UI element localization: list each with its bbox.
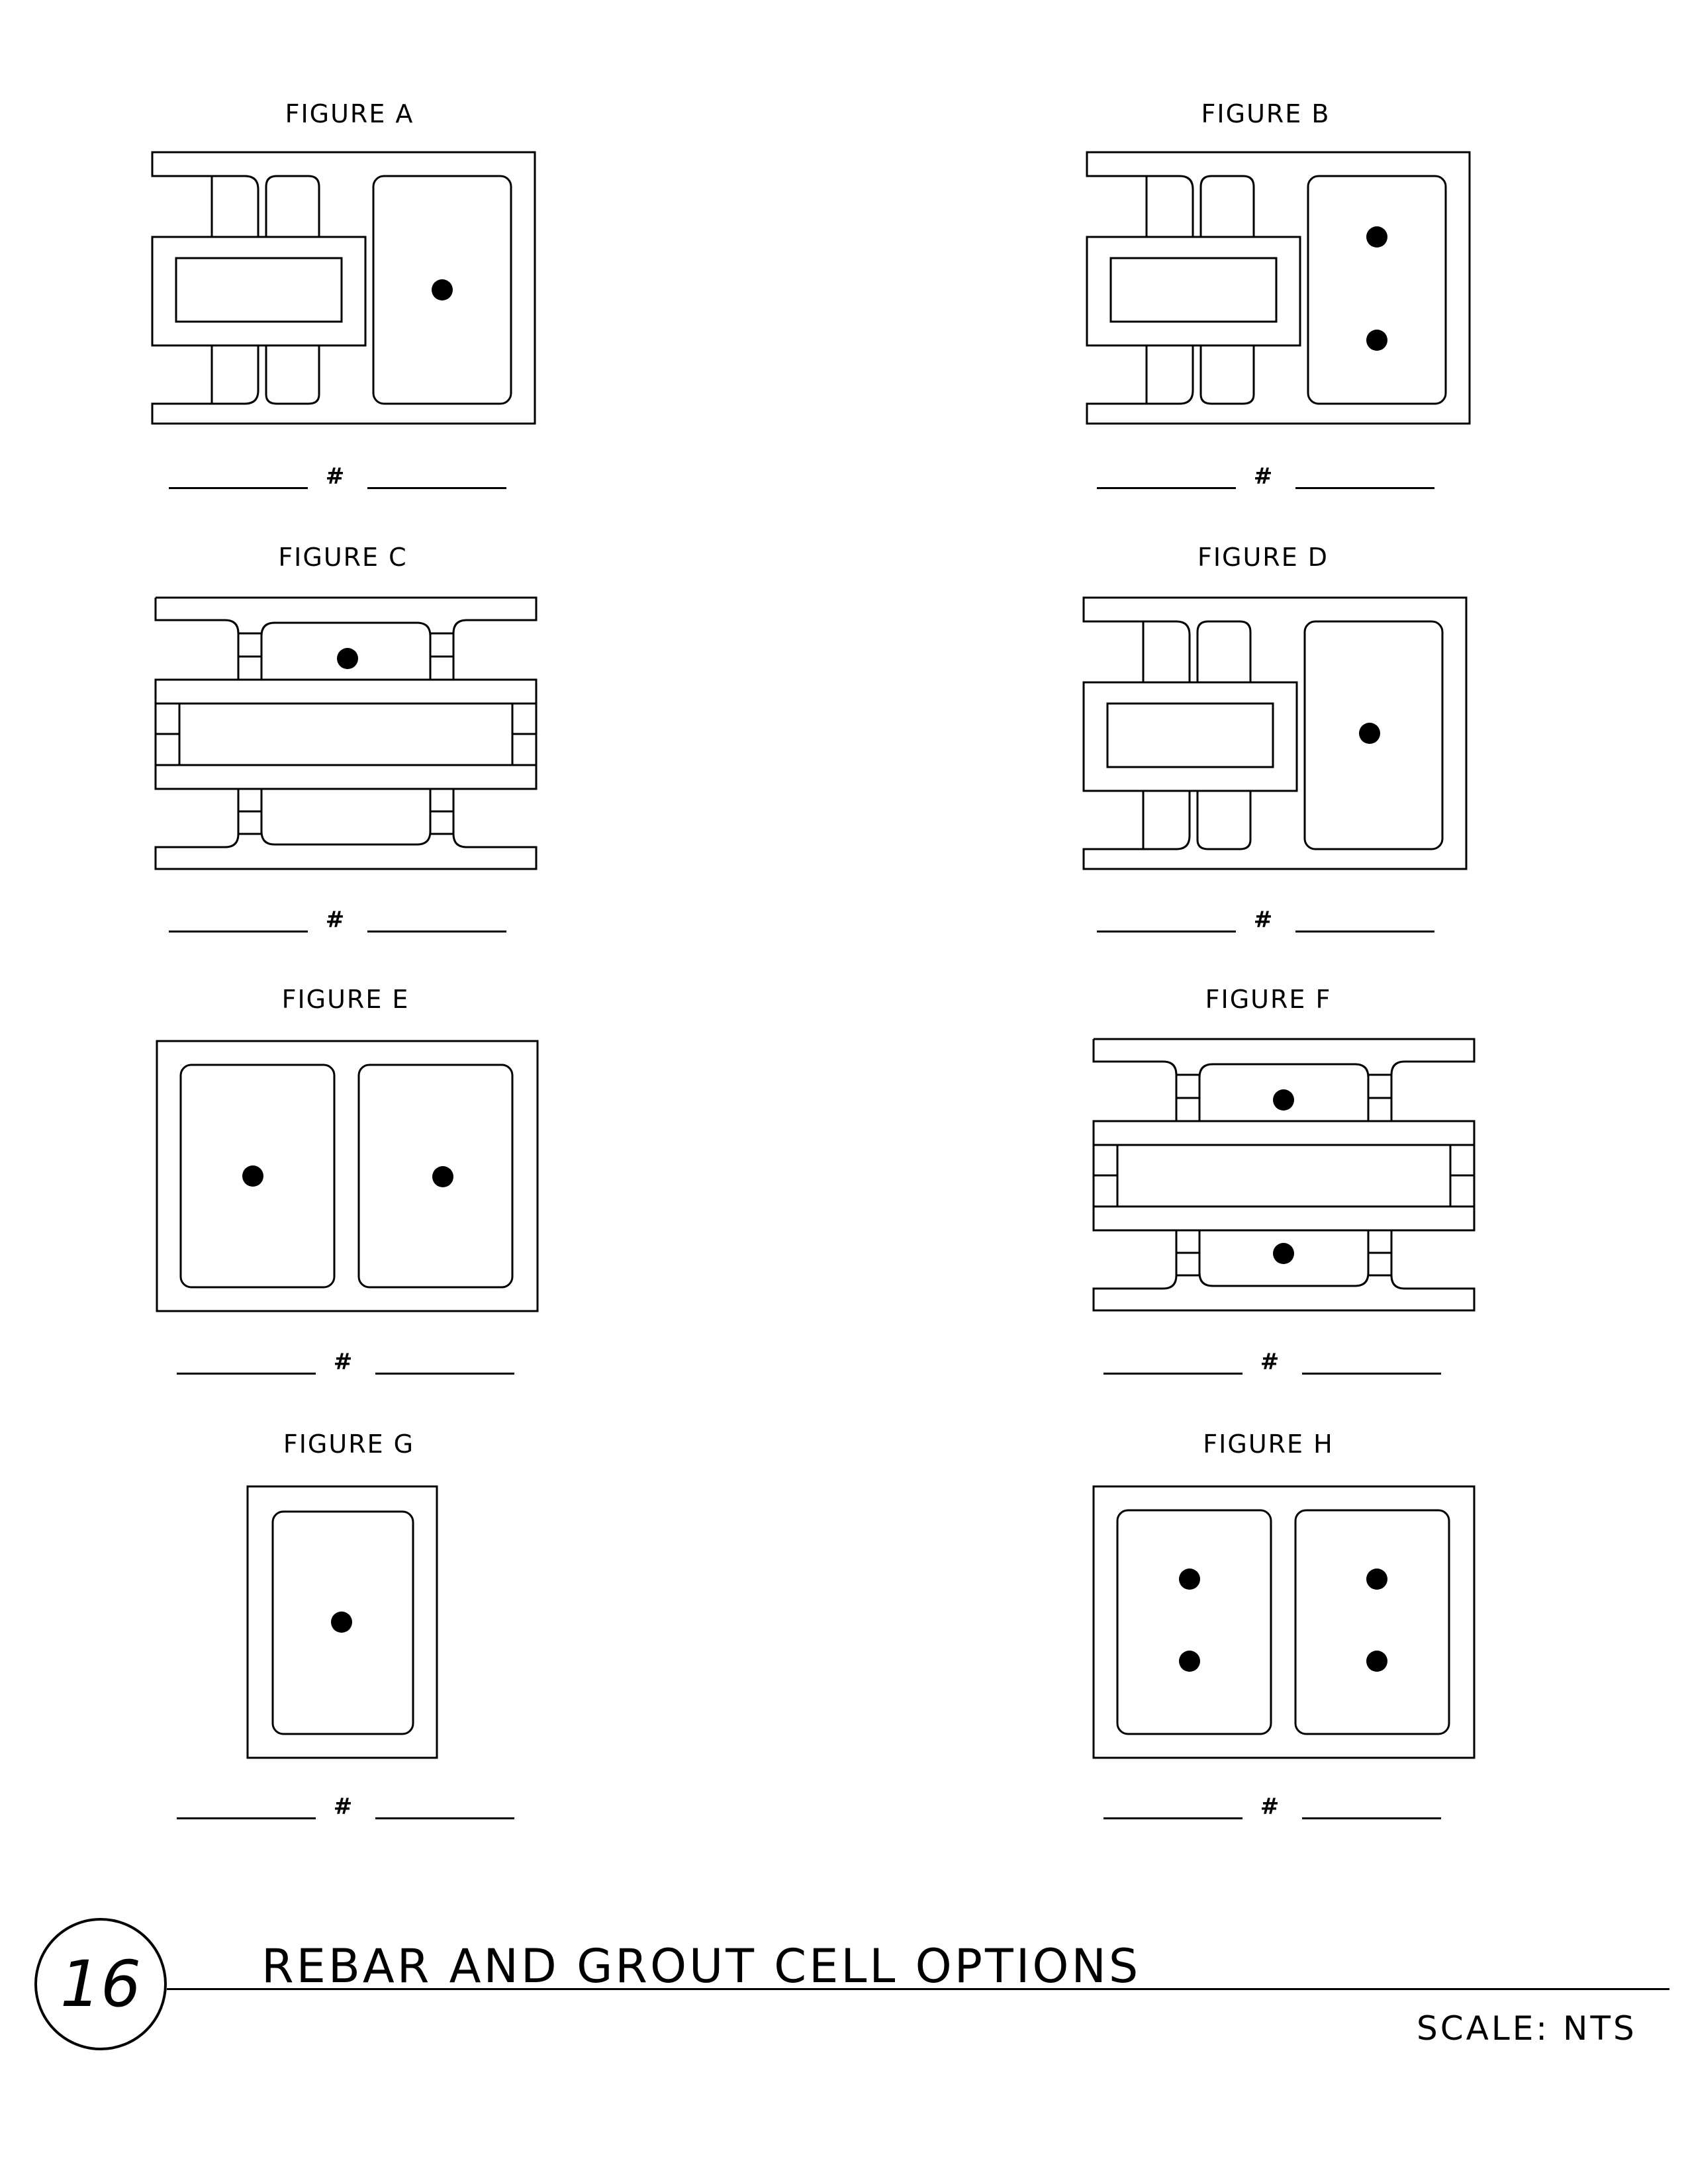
rebar-dot (1366, 1569, 1387, 1590)
hash-mark: # (333, 1349, 353, 1375)
figure-g-label-blanks: # (177, 1794, 547, 1820)
blank-line[interactable] (1295, 931, 1434, 933)
rebar-dot (1179, 1569, 1200, 1590)
rebar-dot (432, 1166, 453, 1187)
figure-e-title: FIGURE E (281, 985, 410, 1014)
figure-b-title: FIGURE B (1201, 99, 1331, 128)
blank-line[interactable] (177, 1373, 316, 1375)
blank-line[interactable] (367, 487, 506, 489)
blank-line[interactable] (1295, 487, 1434, 489)
rebar-dot (331, 1612, 352, 1633)
rebar-dot (1273, 1089, 1294, 1111)
figure-g-title: FIGURE G (283, 1430, 415, 1459)
rebar-dot (1366, 330, 1387, 351)
hash-mark: # (325, 907, 345, 933)
blank-line[interactable] (169, 931, 308, 933)
hash-mark: # (325, 463, 345, 490)
hash-mark: # (1253, 907, 1273, 933)
blank-line[interactable] (1097, 487, 1236, 489)
hash-mark: # (1260, 1349, 1280, 1375)
figure-h-title: FIGURE H (1203, 1430, 1334, 1459)
figure-b-label-blanks: # (1097, 463, 1468, 490)
figure-a-label-blanks: # (169, 463, 539, 490)
rebar-dot (1359, 723, 1380, 744)
blank-line[interactable] (1103, 1373, 1243, 1375)
blank-line[interactable] (177, 1817, 316, 1819)
title-underline (167, 1988, 1669, 1990)
blank-line[interactable] (1097, 931, 1236, 933)
figure-e-label-blanks: # (177, 1349, 547, 1375)
figure-h-label-blanks: # (1103, 1794, 1474, 1820)
figure-c-title: FIGURE C (278, 543, 408, 572)
figure-f-label-blanks: # (1103, 1349, 1474, 1375)
figure-d-title: FIGURE D (1197, 543, 1329, 572)
rebar-dot (432, 279, 453, 300)
blank-line[interactable] (375, 1373, 514, 1375)
rebar-dot (1366, 1651, 1387, 1672)
figure-a-title: FIGURE A (285, 99, 414, 128)
hash-mark: # (1253, 463, 1273, 490)
rebar-dot (337, 648, 358, 669)
rebar-dot (1179, 1651, 1200, 1672)
figure-c-label-blanks: # (169, 907, 539, 933)
blank-line[interactable] (169, 487, 308, 489)
blank-line[interactable] (375, 1817, 514, 1819)
scale-label: SCALE: NTS (1417, 2009, 1637, 2048)
drawing-title: REBAR AND GROUT CELL OPTIONS (261, 1939, 1141, 1993)
sheet-number-circle: 16 (34, 1918, 167, 2050)
rebar-dot (1366, 226, 1387, 248)
figure-d-label-blanks: # (1097, 907, 1468, 933)
rebar-dot (1273, 1243, 1294, 1264)
hash-mark: # (333, 1794, 353, 1820)
blank-line[interactable] (367, 931, 506, 933)
rebar-dot (242, 1165, 263, 1187)
blank-line[interactable] (1302, 1373, 1441, 1375)
sheet-number: 16 (60, 1947, 142, 2021)
figure-f-title: FIGURE F (1205, 985, 1332, 1014)
hash-mark: # (1260, 1794, 1280, 1820)
blank-line[interactable] (1103, 1817, 1243, 1819)
blank-line[interactable] (1302, 1817, 1441, 1819)
